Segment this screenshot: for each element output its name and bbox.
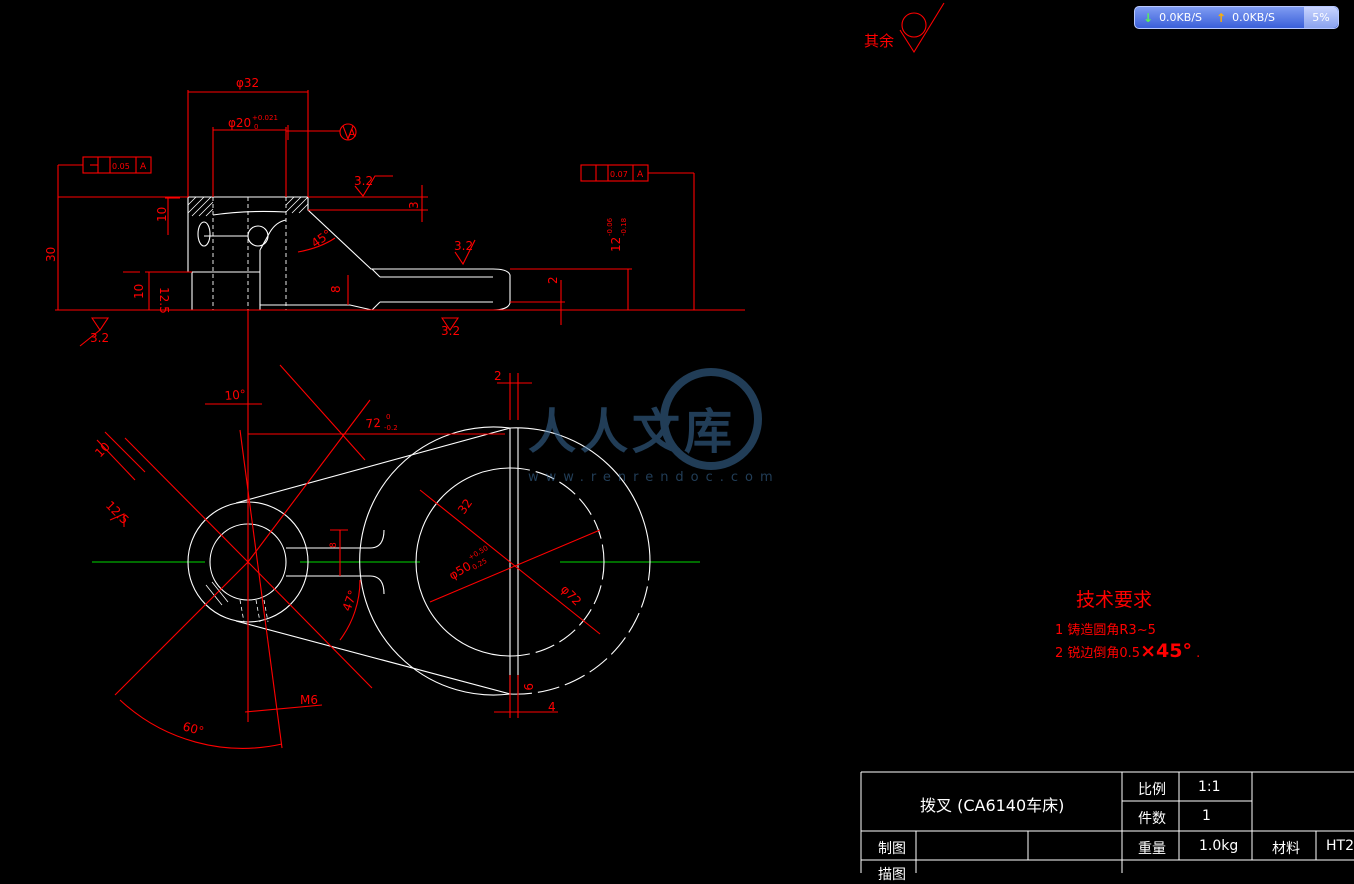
section-view-dimensions: φ32 φ20 +0.021 0 0.05 A 0.07 A A 30 10 1… (44, 2, 945, 355)
roughness-default-label: 其余 (864, 32, 895, 50)
dim-8: 8 (329, 285, 343, 293)
dim-r32: 32 (455, 496, 475, 517)
rough-bottom-mid: 3.2 (441, 324, 460, 338)
dim-dia72: φ72 (558, 582, 584, 608)
upload-speed: 0.0KB/S (1232, 11, 1276, 24)
datum-right: A (637, 170, 644, 180)
dim-12-tol-upper: -0.06 (606, 217, 614, 236)
dim-h30: 30 (44, 247, 58, 262)
scale-value: 1:1 (1198, 779, 1221, 795)
front-view (92, 426, 700, 696)
tech-requirement-2-x45: ×45° (1140, 640, 1192, 662)
upload-arrow-icon: ↑ (1216, 10, 1227, 25)
watermark: 人人文库 www.renrendoc.com (528, 360, 818, 500)
dim-angle10: 10° (224, 387, 246, 403)
download-speed: 0.0KB/S (1159, 11, 1203, 24)
dim-12: 12 (609, 237, 623, 252)
download-arrow-icon: ↓ (1143, 10, 1154, 25)
tech-requirement-2-suffix: . (1196, 646, 1201, 661)
watermark-text: 人人文库 (528, 404, 737, 460)
dim-h10a: 10 (155, 207, 169, 222)
dim-dia50: φ50 (447, 559, 474, 583)
dim-12-tol-lower: -0.18 (620, 218, 628, 236)
material-label: 材料 (1272, 841, 1300, 857)
section-view (187, 196, 511, 311)
tech-requirement-2-prefix: 2 锐边倒角0.5 (1055, 646, 1141, 661)
dim-dia20-tol-upper: +0.021 (252, 114, 278, 122)
dim-72-tol-upper: 0 (386, 413, 390, 421)
watermark-url: www.renrendoc.com (528, 470, 780, 485)
dim-dia50-tol-upper: +0.50 (467, 544, 490, 562)
dim-10b: 10 (92, 439, 113, 460)
dim-9: 9 (521, 683, 535, 691)
tech-requirements-title: 技术要求 (1076, 589, 1153, 611)
check-label: 描图 (878, 867, 906, 883)
dim-8b: 8 (329, 542, 339, 548)
title-block-frame (860, 771, 1354, 873)
cpu-percent: 5% (1304, 7, 1338, 28)
datum-circle-label: A (348, 127, 356, 140)
tech-requirement-1: 1 铸造圆角R3~5 (1055, 623, 1156, 638)
dim-2: 2 (546, 276, 560, 284)
part-name: 拨叉 (CA6140车床) (920, 796, 1065, 815)
dim-2b: 2 (494, 369, 502, 383)
watermark-logo-icon (660, 368, 762, 470)
tech-requirement-2: 2 锐边倒角0.5×45° . (1055, 640, 1200, 662)
drawn-label: 制图 (878, 841, 906, 857)
dim-72: 72 (365, 416, 381, 431)
qty-value: 1 (1202, 808, 1211, 824)
weight-value: 1.0kg (1199, 838, 1239, 854)
qty-label: 件数 (1138, 811, 1166, 827)
material-value: HT2 (1326, 838, 1354, 854)
dim-dia20: φ20 (228, 116, 251, 130)
tol-left: 0.05 (112, 162, 130, 171)
scale-label: 比例 (1138, 782, 1166, 798)
dim-3: 3 (407, 201, 421, 209)
tol-right: 0.07 (610, 170, 628, 179)
dim-angle60: 60° (181, 719, 205, 738)
dim-4: 4 (548, 700, 556, 714)
dim-r25: 12.5 (103, 498, 132, 527)
datum-left: A (140, 162, 147, 172)
dim-m6: M6 (300, 693, 318, 707)
dim-dia32: φ32 (236, 76, 259, 90)
front-view-dimensions: 10° 72 0 -0.2 2 φ50 +0.50 0.25 φ72 47° M… (92, 355, 601, 749)
rough-top: 3.2 (354, 174, 373, 188)
rough-bottom-left: 3.2 (90, 331, 109, 345)
weight-label: 重量 (1138, 841, 1166, 857)
dim-angle47: 47° (340, 588, 360, 613)
dim-72-tol-lower: -0.2 (384, 424, 398, 432)
network-speed-widget[interactable]: ↓ 0.0KB/S ↑ 0.0KB/S 5% (1134, 6, 1339, 29)
dim-h10b: 10 (132, 284, 146, 299)
dim-r2-5: 12.5 (157, 287, 171, 314)
rough-right: 3.2 (454, 239, 473, 253)
dim-dia20-tol-lower: 0 (254, 123, 258, 131)
